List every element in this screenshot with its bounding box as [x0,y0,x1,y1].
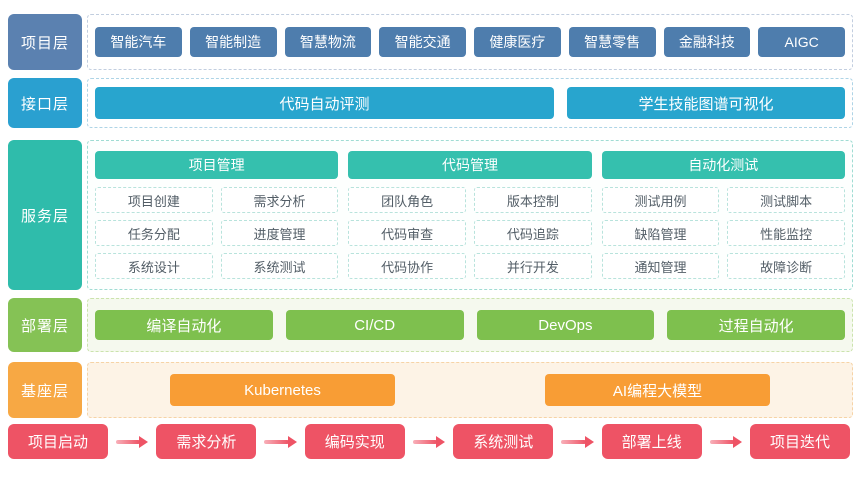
service-cell: 测试用例 [601,187,720,213]
base-item-kubernetes: Kubernetes [170,374,395,406]
service-cell: 需求分析 [220,187,339,213]
service-group-grid: 项目创建 需求分析 任务分配 进度管理 系统设计 系统测试 [95,187,339,279]
service-cell: 团队角色 [348,187,466,213]
layer-row-base: 基座层 Kubernetes AI编程大模型 [8,362,853,418]
service-group-grid: 团队角色 版本控制 代码审查 代码追踪 代码协作 并行开发 [348,187,592,279]
project-item-smart-retail: 智慧零售 [568,27,656,57]
base-item-ai-llm: AI编程大模型 [545,374,770,406]
base-half-right: AI编程大模型 [470,374,845,406]
project-items-tray: 智能汽车 智能制造 智慧物流 智能交通 健康医疗 智慧零售 金融科技 AIGC [87,14,853,70]
project-item-smart-logistics: 智慧物流 [284,27,372,57]
process-flow: 项目启动 需求分析 编码实现 系统测试 部署上线 项目迭代 [8,424,853,459]
project-item-health-medical: 健康医疗 [474,27,561,57]
service-cell: 系统设计 [95,253,213,279]
service-cell: 故障诊断 [727,253,845,279]
flow-arrow-icon [256,435,304,448]
service-groups-tray: 项目管理 项目创建 需求分析 任务分配 进度管理 系统设计 系统测试 代码管理 … [87,140,853,290]
project-item-smart-transport: 智能交通 [379,27,466,57]
layer-row-project: 项目层 智能汽车 智能制造 智慧物流 智能交通 健康医疗 智慧零售 金融科技 A… [8,14,853,70]
interface-item-code-auto-eval: 代码自动评测 [95,87,554,119]
service-group-title: 自动化测试 [601,151,845,179]
service-group-project-mgmt: 项目管理 项目创建 需求分析 任务分配 进度管理 系统设计 系统测试 [95,151,339,279]
flow-arrow-icon [702,435,750,448]
layer-row-deploy: 部署层 编译自动化 CI/CD DevOps 过程自动化 [8,298,853,352]
layer-row-service: 服务层 项目管理 项目创建 需求分析 任务分配 进度管理 系统设计 系统测试 代… [8,140,853,290]
deploy-item-devops: DevOps [476,310,655,340]
base-half-left: Kubernetes [95,374,470,406]
flow-step-project-iteration: 项目迭代 [750,424,851,459]
service-cell: 任务分配 [95,220,213,246]
project-item-smart-manufacturing: 智能制造 [189,27,277,57]
service-cell: 进度管理 [220,220,339,246]
layer-row-interface: 接口层 代码自动评测 学生技能图谱可视化 [8,78,853,128]
flow-step-requirement-analysis: 需求分析 [156,424,257,459]
layer-label-project: 项目层 [8,14,82,70]
service-cell: 缺陷管理 [601,220,720,246]
service-group-title: 代码管理 [348,151,592,179]
service-cell: 代码审查 [348,220,466,246]
deploy-items-tray: 编译自动化 CI/CD DevOps 过程自动化 [87,298,853,352]
service-cell: 测试脚本 [727,187,845,213]
deploy-item-cicd: CI/CD [285,310,464,340]
service-cell: 代码协作 [348,253,466,279]
flow-arrow-icon [108,435,156,448]
project-item-fintech: 金融科技 [663,27,751,57]
project-item-smart-car: 智能汽车 [95,27,182,57]
flow-step-deploy-online: 部署上线 [601,424,702,459]
service-group-title: 项目管理 [95,151,339,179]
interface-item-skill-graph: 学生技能图谱可视化 [566,87,845,119]
flow-step-project-start: 项目启动 [8,424,108,459]
service-cell: 版本控制 [473,187,592,213]
layer-label-deploy: 部署层 [8,298,82,352]
layer-label-service: 服务层 [8,140,82,290]
flow-step-system-test: 系统测试 [453,424,554,459]
deploy-item-build-automation: 编译自动化 [95,310,273,340]
service-cell: 项目创建 [95,187,213,213]
base-items-tray: Kubernetes AI编程大模型 [87,362,853,418]
deploy-item-process-automation: 过程自动化 [667,310,845,340]
layer-label-interface: 接口层 [8,78,82,128]
flow-arrow-icon [553,435,601,448]
project-item-aigc: AIGC [758,27,845,57]
service-group-grid: 测试用例 测试脚本 缺陷管理 性能监控 通知管理 故障诊断 [601,187,845,279]
layer-label-base: 基座层 [8,362,82,418]
interface-items-tray: 代码自动评测 学生技能图谱可视化 [87,78,853,128]
service-cell: 通知管理 [601,253,720,279]
service-cell: 系统测试 [220,253,339,279]
service-group-auto-test: 自动化测试 测试用例 测试脚本 缺陷管理 性能监控 通知管理 故障诊断 [601,151,845,279]
service-cell: 性能监控 [727,220,845,246]
flow-arrow-icon [405,435,453,448]
service-group-code-mgmt: 代码管理 团队角色 版本控制 代码审查 代码追踪 代码协作 并行开发 [348,151,592,279]
service-cell: 并行开发 [473,253,592,279]
service-cell: 代码追踪 [473,220,592,246]
flow-step-coding: 编码实现 [304,424,405,459]
